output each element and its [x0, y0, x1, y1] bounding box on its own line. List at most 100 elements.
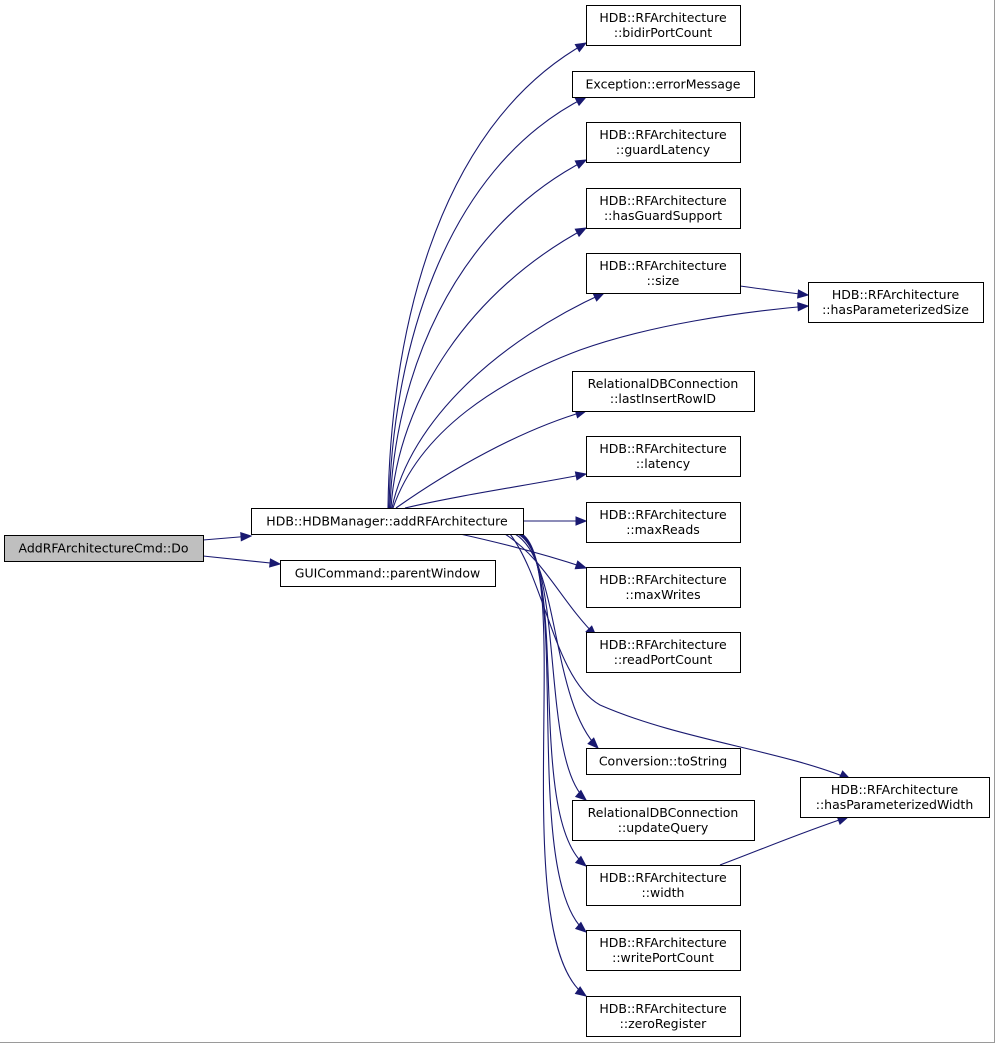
arrowhead — [574, 42, 588, 53]
edge-line — [404, 473, 587, 509]
edge-addrf-to-size — [391, 292, 606, 509]
node-box — [4, 535, 204, 562]
node-label-line: ::lastInsertRowID — [610, 391, 716, 406]
node-hasparamsize[interactable]: HDB::RFArchitecture::hasParameterizedSiz… — [808, 282, 984, 323]
node-parentwindow[interactable]: GUICommand::parentWindow — [280, 560, 496, 587]
node-writeport[interactable]: HDB::RFArchitecture::writePortCount — [586, 930, 741, 971]
node-box — [586, 188, 741, 229]
node-box — [586, 748, 741, 775]
edge-line — [389, 159, 587, 509]
node-label-line: ::latency — [636, 456, 691, 471]
node-label-line: HDB::RFArchitecture — [599, 572, 727, 587]
node-label-line: RelationalDBConnection — [588, 376, 739, 391]
node-box — [572, 800, 755, 841]
node-size[interactable]: HDB::RFArchitecture::size — [586, 253, 741, 294]
node-box — [586, 122, 741, 163]
edge-line — [514, 533, 599, 749]
arrowhead — [240, 532, 253, 542]
node-addrf[interactable]: HDB::HDBManager::addRFArchitecture — [251, 508, 524, 535]
node-label-line: ::hasParameterizedSize — [822, 302, 969, 317]
arrowhead — [587, 737, 599, 749]
edge-addrf-to-guardlat — [389, 159, 588, 509]
node-label-line: ::writePortCount — [612, 950, 714, 965]
edge-line — [395, 410, 587, 509]
edge-addrf-to-zeroreg — [521, 533, 588, 997]
arrowhead — [574, 986, 588, 997]
node-label-line: ::guardLatency — [616, 142, 711, 157]
node-label-line: RelationalDBConnection — [588, 805, 739, 820]
node-latency[interactable]: HDB::RFArchitecture::latency — [586, 436, 741, 477]
arrowhead — [797, 302, 810, 312]
node-box — [586, 865, 741, 906]
edge-addrf-to-hasparamsize — [392, 302, 810, 509]
node-label-line: ::zeroRegister — [620, 1016, 708, 1031]
edge-line — [392, 305, 809, 509]
node-box — [586, 436, 741, 477]
node-label-line: ::readPortCount — [614, 652, 713, 667]
node-maxwrites[interactable]: HDB::RFArchitecture::maxWrites — [586, 567, 741, 608]
node-label-line: HDB::RFArchitecture — [599, 507, 727, 522]
node-label-line: ::maxReads — [626, 522, 700, 537]
node-updatequery[interactable]: RelationalDBConnection::updateQuery — [572, 800, 755, 841]
node-label-line: HDB::RFArchitecture — [599, 441, 727, 456]
edge-addrf-to-lastinsert — [395, 409, 588, 509]
node-box — [251, 508, 524, 535]
node-bidir[interactable]: HDB::RFArchitecture::bidirPortCount — [586, 5, 741, 46]
edge-line — [202, 555, 281, 565]
arrowhead — [592, 292, 606, 302]
node-maxreads[interactable]: HDB::RFArchitecture::maxReads — [586, 502, 741, 543]
edge-addrf-to-maxwrites — [459, 533, 588, 570]
node-box — [586, 253, 741, 294]
edge-line — [388, 96, 587, 509]
node-zeroreg[interactable]: HDB::RFArchitecture::zeroRegister — [586, 996, 741, 1037]
edge-line — [520, 533, 587, 933]
node-box — [586, 5, 741, 46]
node-tostring[interactable]: Conversion::toString — [586, 748, 741, 775]
arrowhead — [574, 227, 588, 238]
node-box — [586, 632, 741, 673]
arrowhead — [574, 96, 588, 107]
node-root[interactable]: AddRFArchitectureCmd::Do — [4, 535, 204, 562]
node-label-line: HDB::RFArchitecture — [832, 287, 960, 302]
node-hasparamwidth[interactable]: HDB::RFArchitecture::hasParameterizedWid… — [800, 777, 990, 818]
edge-line — [387, 42, 587, 509]
edge-addrf-to-tostring — [514, 533, 599, 749]
node-errmsg[interactable]: Exception::errorMessage — [572, 71, 755, 98]
arrowhead — [797, 289, 810, 299]
edge-addrf-to-readport — [504, 533, 597, 637]
node-label-line: HDB::RFArchitecture — [599, 127, 727, 142]
node-readport[interactable]: HDB::RFArchitecture::readPortCount — [586, 632, 741, 673]
node-box — [572, 371, 755, 412]
node-box — [586, 502, 741, 543]
edge-line — [391, 292, 605, 509]
edge-line — [504, 533, 597, 637]
node-label-line: HDB::RFArchitecture — [599, 10, 727, 25]
node-box — [280, 560, 496, 587]
node-label-line: ::bidirPortCount — [614, 25, 712, 40]
node-box — [800, 777, 990, 818]
arrowhead — [574, 471, 588, 481]
node-label-line: ::hasGuardSupport — [604, 208, 722, 223]
arrowhead — [575, 516, 588, 526]
node-label-line: ::updateQuery — [618, 820, 709, 835]
arrowhead — [574, 855, 588, 867]
edge-line — [521, 533, 587, 997]
edge-root-to-parentwindow — [202, 555, 282, 568]
node-hasguard[interactable]: HDB::RFArchitecture::hasGuardSupport — [586, 188, 741, 229]
node-lastinsert[interactable]: RelationalDBConnection::lastInsertRowID — [572, 371, 755, 412]
node-width[interactable]: HDB::RFArchitecture::width — [586, 865, 741, 906]
node-box — [808, 282, 984, 323]
nodes-layer: AddRFArchitectureCmd::Do HDB::HDBManager:… — [4, 5, 990, 1037]
node-label-line: ::size — [647, 273, 680, 288]
node-label-line: AddRFArchitectureCmd::Do — [19, 541, 189, 556]
edge-line — [719, 816, 849, 866]
arrowhead — [574, 921, 588, 933]
node-box — [586, 567, 741, 608]
edge-root-to-addrf — [202, 532, 253, 542]
node-label-line: Conversion::toString — [599, 754, 727, 769]
edge-addrf-to-latency — [404, 471, 588, 509]
node-label-line: ::hasParameterizedWidth — [816, 797, 974, 812]
node-guardlat[interactable]: HDB::RFArchitecture::guardLatency — [586, 122, 741, 163]
node-box — [586, 996, 741, 1037]
node-label-line: HDB::RFArchitecture — [599, 193, 727, 208]
